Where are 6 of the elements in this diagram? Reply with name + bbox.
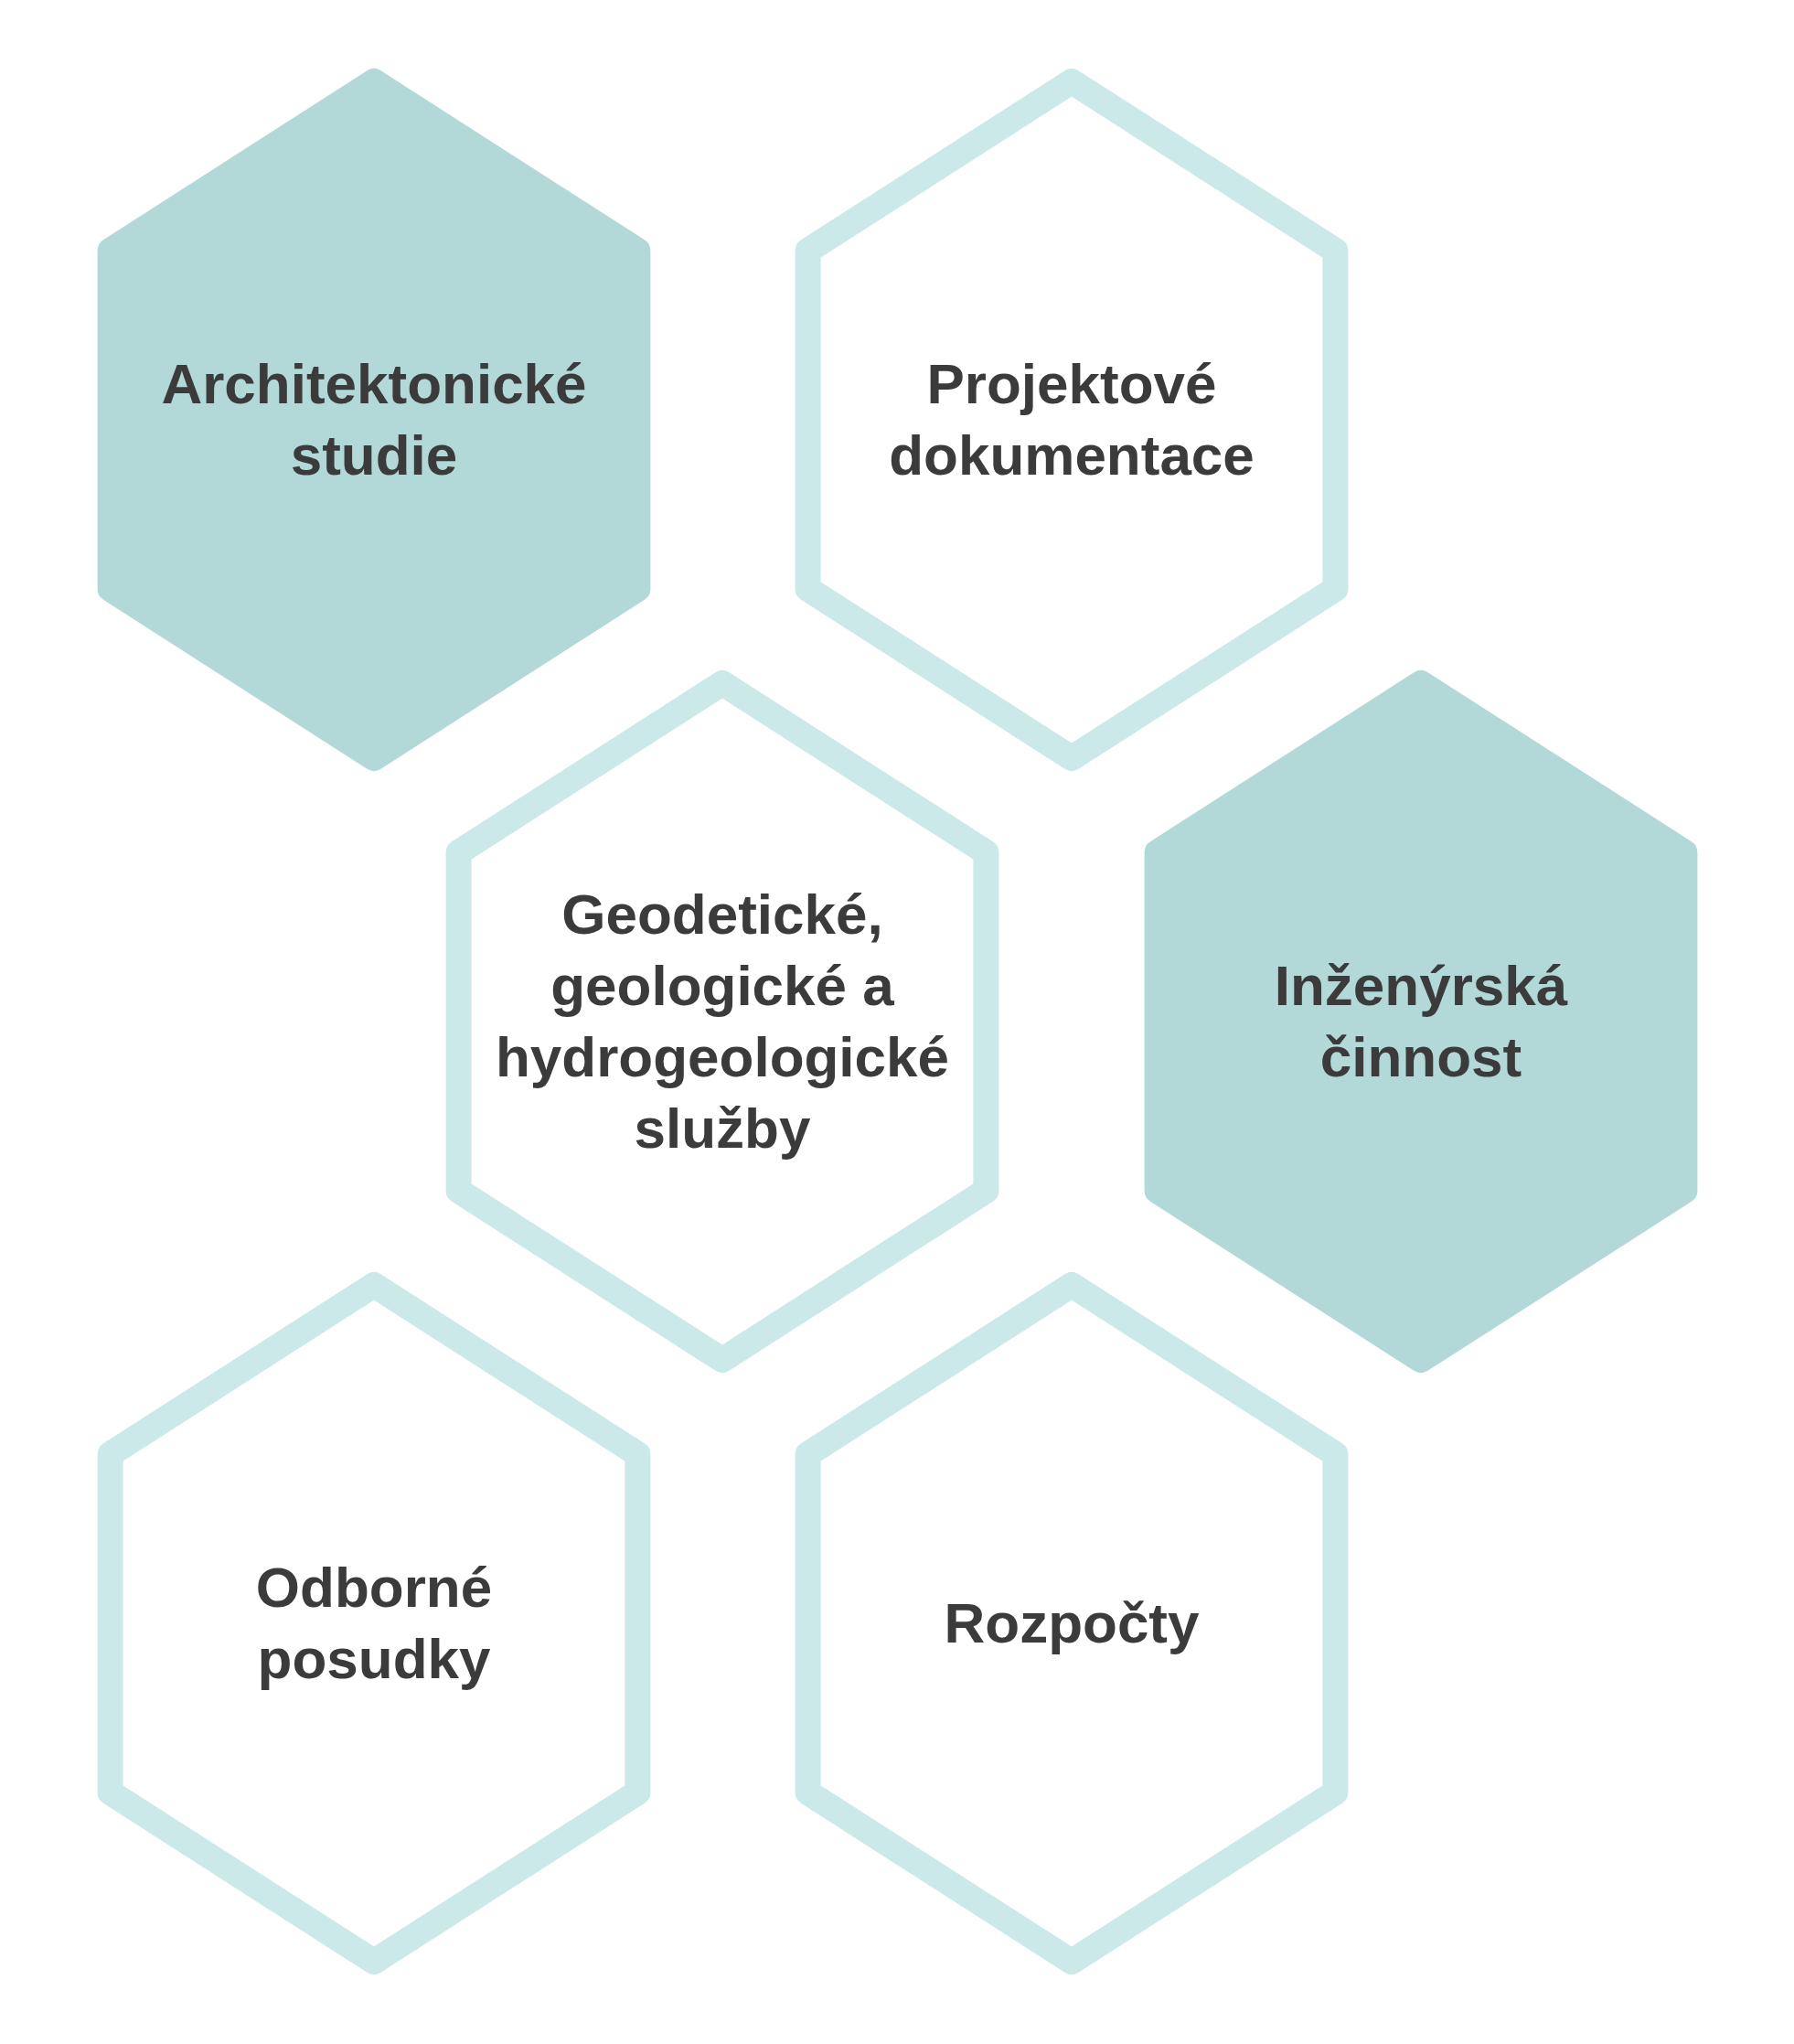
hexagon-label: Projektové dokumentace: [888, 351, 1255, 488]
hexagon-label: Rozpočty: [943, 1590, 1201, 1656]
hexagon-label: Odborné posudky: [254, 1555, 494, 1692]
hexagon-label: Inženýrská činnost: [1273, 953, 1569, 1090]
hexagon-label: Architektonické studie: [160, 351, 588, 488]
hexagon-label: Geodetické, geologické a hydrogeologické služby: [494, 882, 951, 1161]
